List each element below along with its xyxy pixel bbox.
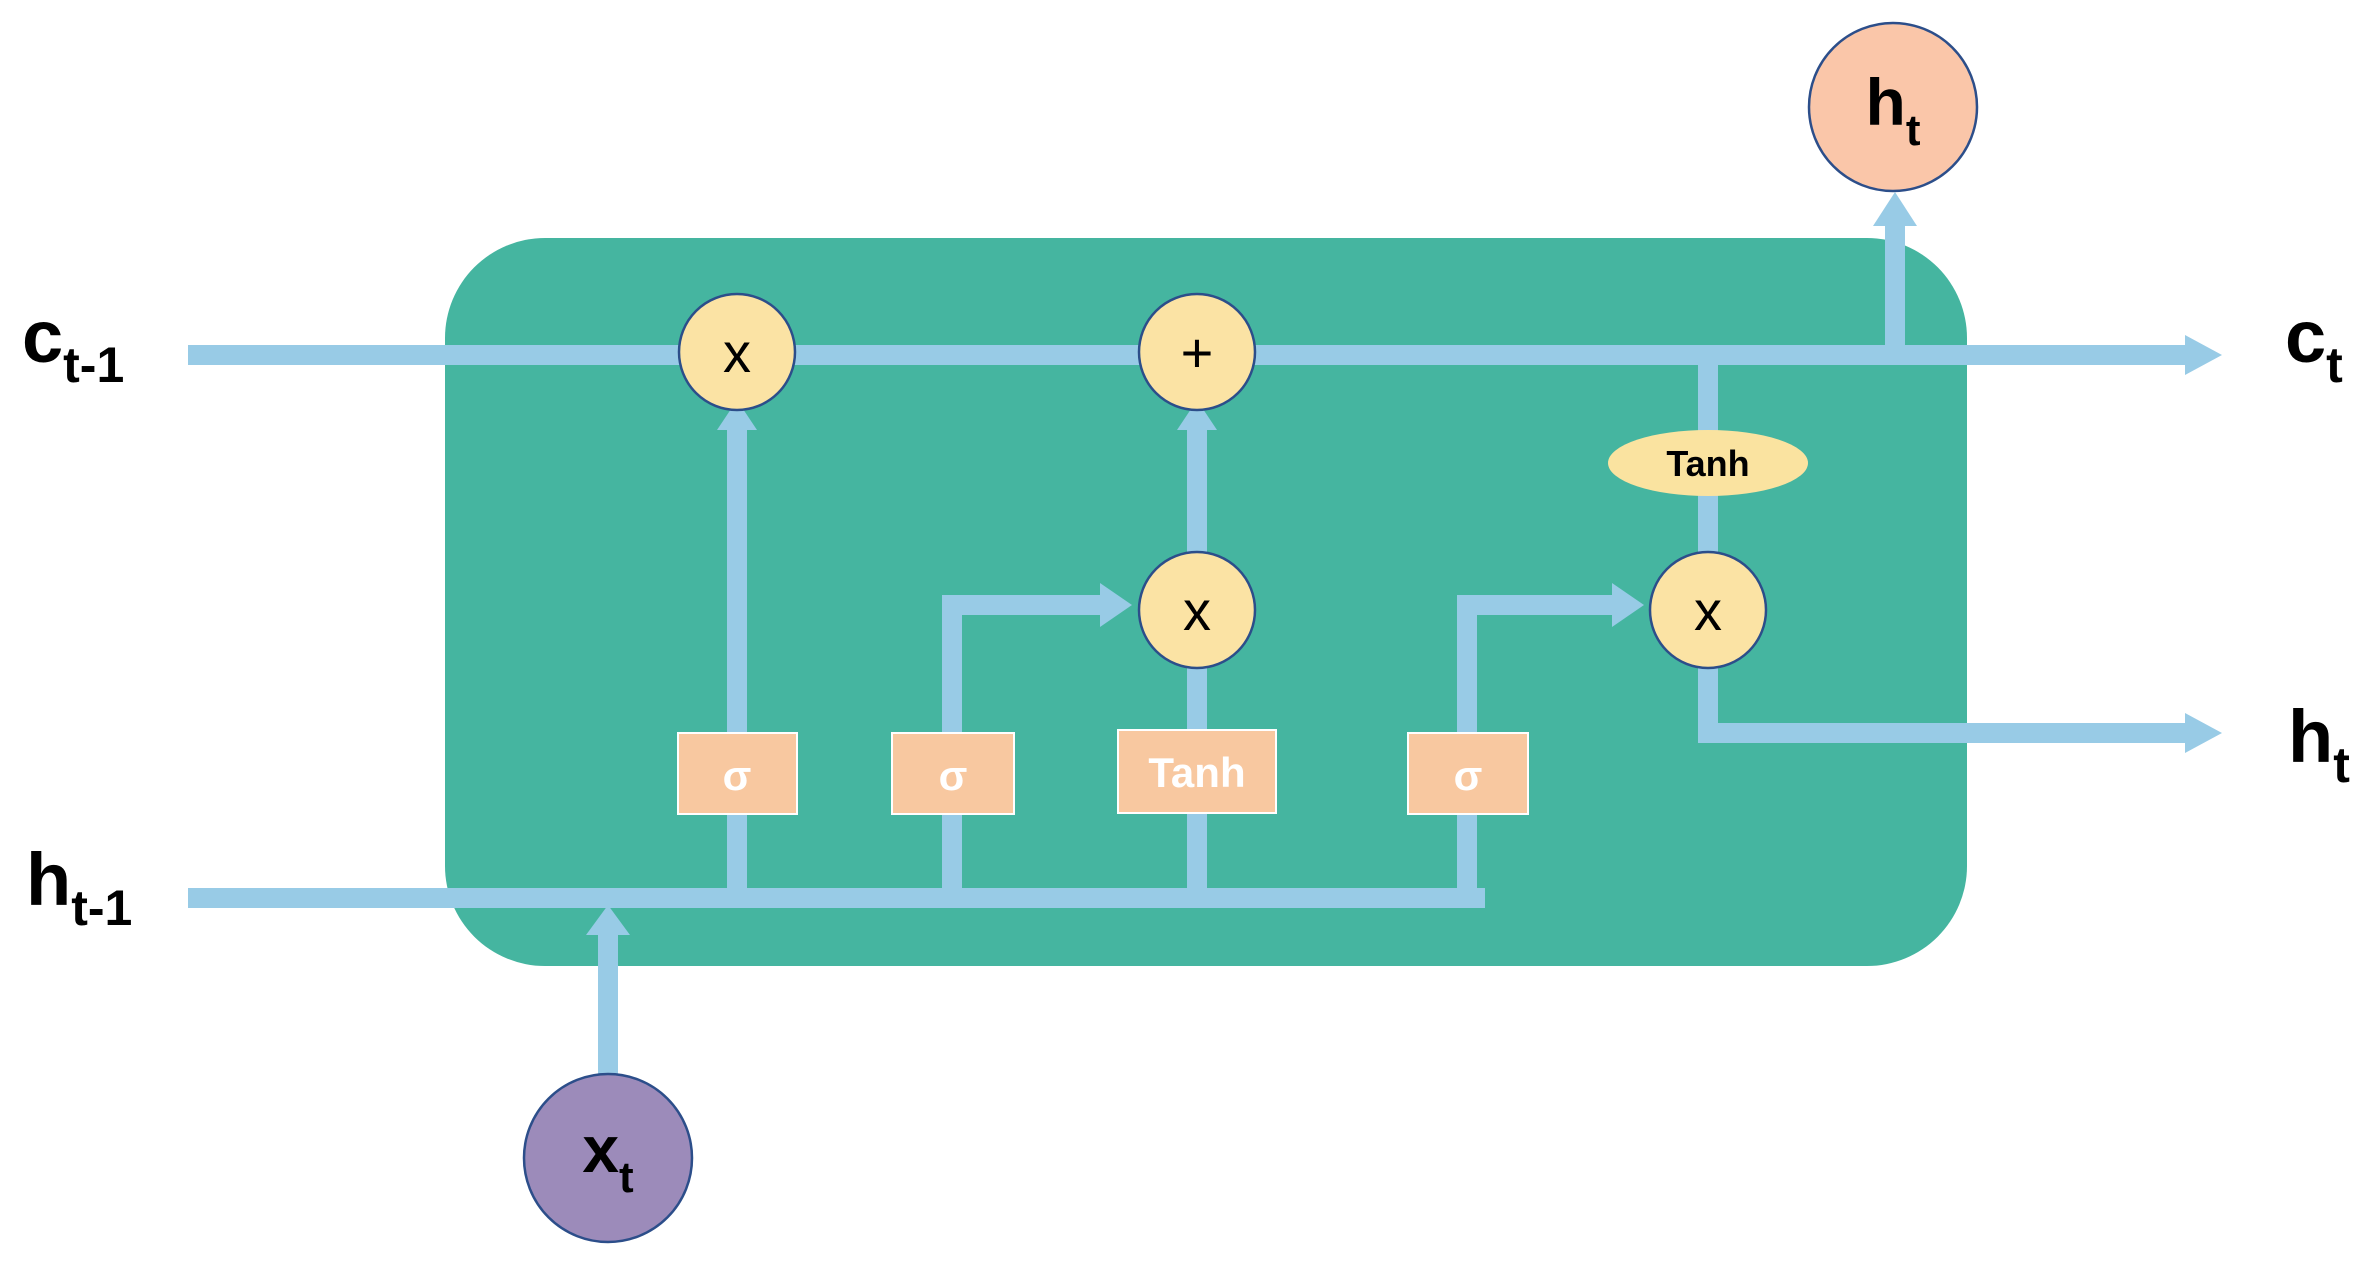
arrowhead-forget bbox=[717, 400, 757, 430]
output-multiply-symbol: x bbox=[1694, 579, 1722, 642]
label-c-prev: ct-1 bbox=[22, 295, 124, 393]
cell-tanh-label: Tanh bbox=[1666, 443, 1749, 484]
gate-boxes: σ σ Tanh σ bbox=[677, 729, 1529, 815]
arrowhead-cell-out bbox=[2185, 335, 2222, 375]
forget-multiply-symbol: x bbox=[723, 321, 751, 384]
input-multiply-op: x bbox=[1137, 550, 1257, 670]
forget-sigma-gate: σ bbox=[677, 732, 798, 815]
arrowhead-input-x bbox=[586, 905, 630, 935]
arrowhead-input-sigma bbox=[1100, 583, 1132, 627]
input-node-sub: t bbox=[619, 1153, 634, 1202]
candidate-tanh-label: Tanh bbox=[1148, 749, 1245, 796]
arrowhead-input-to-add bbox=[1177, 400, 1217, 430]
cell-add-symbol: + bbox=[1181, 321, 1214, 384]
input-multiply-symbol: x bbox=[1183, 579, 1211, 642]
label-h-next: ht bbox=[2288, 695, 2350, 793]
cell-tanh-oval: Tanh bbox=[1608, 430, 1808, 496]
arrowhead-hidden-top bbox=[1873, 192, 1917, 226]
hidden-output-node-base: h bbox=[1866, 65, 1906, 139]
input-node: xt bbox=[522, 1072, 694, 1244]
input-node-base: x bbox=[582, 1112, 619, 1186]
input-sigma-gate: σ bbox=[891, 732, 1015, 815]
label-h-prev: ht-1 bbox=[26, 838, 132, 936]
forget-sigma-label: σ bbox=[723, 752, 752, 799]
candidate-tanh-gate: Tanh bbox=[1117, 729, 1277, 814]
hidden-output-node-sub: t bbox=[1906, 106, 1921, 155]
arrowhead-output-sigma bbox=[1612, 583, 1644, 627]
svg-text:ht: ht bbox=[1866, 65, 1921, 155]
output-sigma-label: σ bbox=[1454, 752, 1483, 799]
output-sigma-gate: σ bbox=[1407, 732, 1529, 815]
forget-multiply-op: x bbox=[677, 292, 797, 412]
cell-add-op: + bbox=[1137, 292, 1257, 412]
arrowheads bbox=[586, 192, 2222, 935]
output-multiply-op: x bbox=[1648, 550, 1768, 670]
arrowhead-hidden-out bbox=[2185, 713, 2222, 753]
hidden-output-node: ht bbox=[1807, 21, 1979, 193]
operation-circles: x + x x bbox=[677, 292, 1768, 670]
svg-text:xt: xt bbox=[582, 1112, 634, 1202]
hidden-output-line bbox=[1698, 655, 2190, 743]
label-c-next: ct bbox=[2285, 295, 2343, 393]
input-sigma-label: σ bbox=[939, 752, 968, 799]
